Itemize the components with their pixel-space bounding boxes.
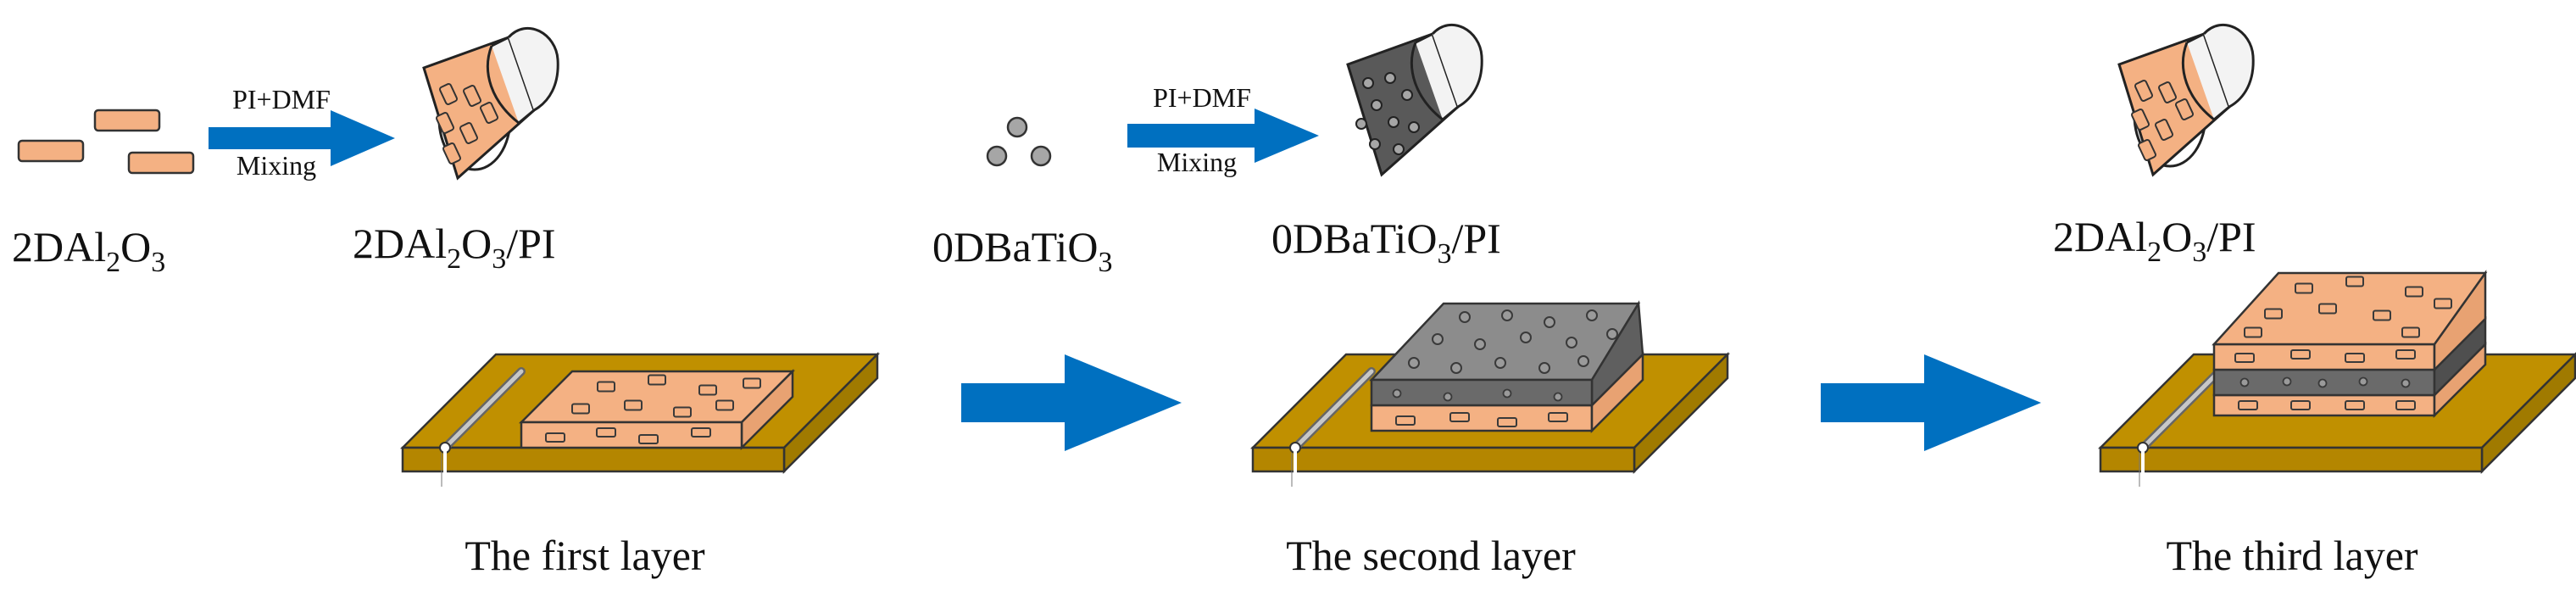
batio3-pi-label: 0DBaTiO3/PI: [1271, 215, 1501, 270]
beaker-batio3-icon: [1346, 23, 1483, 176]
first-layer-label: The first layer: [465, 532, 705, 579]
second-layer-board: [1253, 300, 1728, 487]
third-layer-board: [2100, 270, 2575, 487]
stage-arrow-2: [1821, 354, 2041, 451]
batio3-label: 0DBaTiO3: [932, 223, 1112, 278]
al2o3-pi-third-label: 2DAl2O3/PI: [2053, 213, 2256, 268]
arrow-2-top-label: PI+DMF: [1153, 82, 1251, 113]
beaker-al2o3-icon: [422, 26, 559, 180]
arrow-1-bottom-label: Mixing: [236, 150, 316, 181]
al2o3-label: 2DAl2O3: [12, 223, 165, 278]
al2o3-pi-label: 2DAl2O3/PI: [353, 220, 556, 275]
third-layer-label: The third layer: [2166, 532, 2417, 579]
beaker-al2o3-third-icon: [2117, 23, 2255, 176]
al2o3-flakes-icon: [17, 109, 195, 175]
second-layer-label: The second layer: [1286, 532, 1576, 579]
mixing-arrow-1: [209, 110, 395, 166]
batio3-particles-icon: [986, 116, 1052, 167]
mixing-arrow-2: [1127, 109, 1319, 163]
first-layer-board: [403, 354, 877, 487]
arrow-2-bottom-label: Mixing: [1157, 147, 1237, 177]
arrow-1-top-label: PI+DMF: [232, 84, 331, 114]
stage-arrow-1: [961, 354, 1182, 451]
